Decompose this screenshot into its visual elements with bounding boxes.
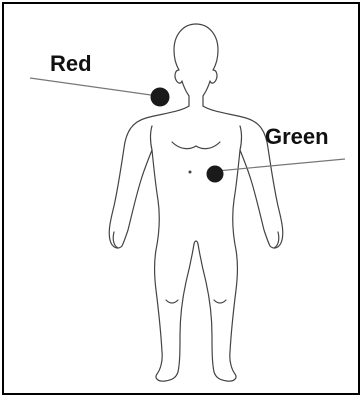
- green-leader-line: [217, 159, 345, 171]
- navel-dot: [189, 171, 192, 174]
- green-electrode: [207, 166, 224, 183]
- red-electrode: [151, 88, 170, 107]
- red-label: Red: [50, 51, 92, 76]
- human-body-outline: [109, 24, 283, 381]
- red-leader-line: [30, 78, 158, 96]
- green-label: Green: [265, 124, 329, 149]
